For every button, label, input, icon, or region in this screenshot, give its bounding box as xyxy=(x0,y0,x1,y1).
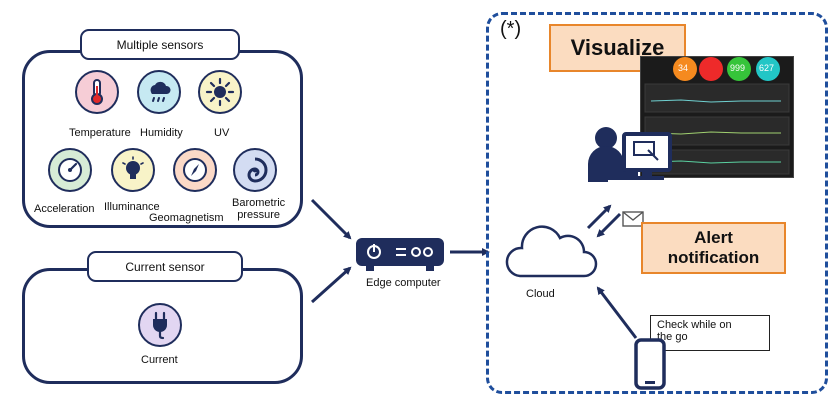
current-panel-title: Current sensor xyxy=(87,251,243,282)
sensor-label-illuminance: Illuminance xyxy=(104,201,160,213)
smartphone-icon xyxy=(634,338,666,390)
rain-cloud-icon xyxy=(137,70,181,114)
dashboard-gauge-label-4: 627 xyxy=(759,63,775,73)
arrow-phone-to-cloud xyxy=(596,286,638,339)
envelope-icon xyxy=(622,211,644,227)
sensor-label-geomagnetism: Geomagnetism xyxy=(149,212,224,224)
speedometer-icon xyxy=(48,148,92,192)
sensor-label-temperature: Temperature xyxy=(69,127,131,139)
arrow-cloud-to-user xyxy=(586,204,612,230)
light-bulb-icon xyxy=(111,148,155,192)
dashboard-gauge-2 xyxy=(699,57,723,81)
compass-icon xyxy=(173,148,217,192)
sun-icon xyxy=(198,70,242,114)
sensors-panel-title: Multiple sensors xyxy=(80,29,240,60)
user-at-computer-icon xyxy=(588,127,672,182)
plug-icon xyxy=(138,303,182,347)
sensor-label-barometric-pressure: Barometric pressure xyxy=(232,197,286,221)
cloud-icon xyxy=(505,225,598,278)
alert-notification-label: Alert notification xyxy=(641,222,786,274)
dashboard-gauge-label-3: 999 xyxy=(730,63,746,73)
dashboard-screenshot: 34 999 627 xyxy=(640,56,794,178)
sensor-label-humidity: Humidity xyxy=(140,127,183,139)
edge-computer-label: Edge computer xyxy=(366,277,441,289)
edge-computer-icon xyxy=(356,238,444,271)
cyclone-icon xyxy=(233,148,277,192)
arrow-current-to-edge xyxy=(310,266,352,304)
arrow-user-to-cloud xyxy=(596,212,622,238)
dashboard-gauge-4 xyxy=(756,57,780,81)
dashboard-gauge-1 xyxy=(673,57,697,81)
dashboard-gauge-3 xyxy=(727,57,751,81)
sensor-label-current: Current xyxy=(141,354,178,366)
asterisk-marker: (*) xyxy=(500,18,522,40)
arrow-sensors-to-edge xyxy=(310,198,352,240)
cloud-label: Cloud xyxy=(526,288,555,300)
mobile-check-note: Check while on the go xyxy=(650,315,770,351)
sensor-label-acceleration: Acceleration xyxy=(34,203,95,215)
dashboard-gauge-label-1: 34 xyxy=(678,63,689,73)
thermometer-icon xyxy=(75,70,119,114)
sensor-label-uv: UV xyxy=(214,127,230,139)
